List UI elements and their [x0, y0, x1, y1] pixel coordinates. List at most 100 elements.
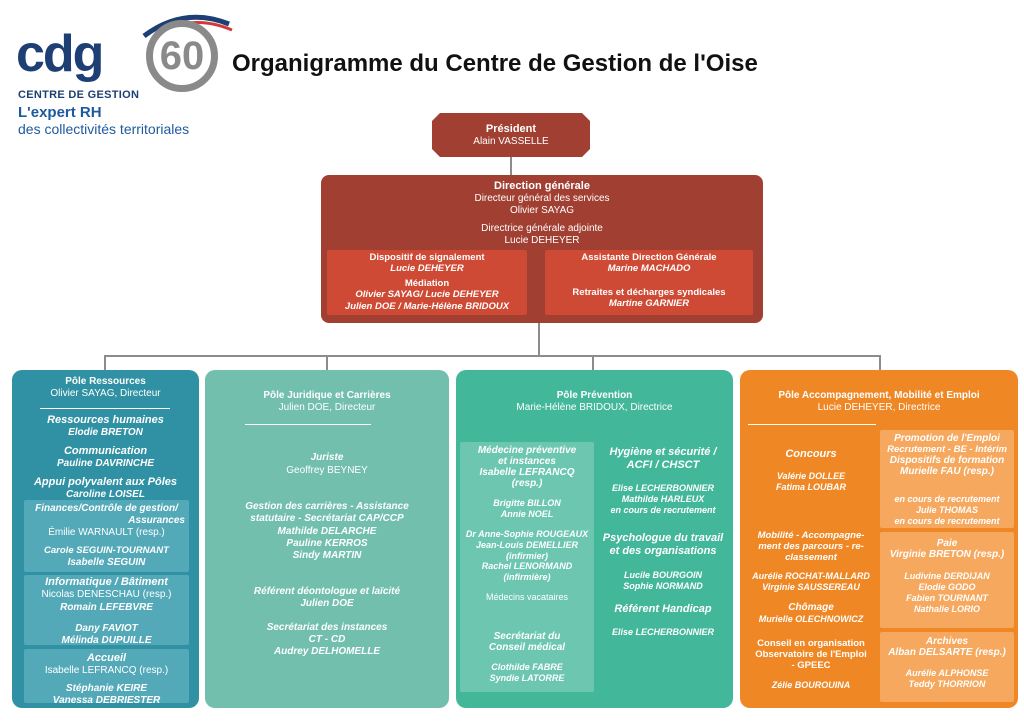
connector-line [104, 355, 880, 357]
staff-name: Brigitte BILLON [493, 498, 561, 508]
pole-ressources: Pôle Ressources Olivier SAYAG, Directeur… [12, 370, 199, 708]
finances-box: Finances/Contrôle de gestion/ Assurances… [24, 500, 189, 572]
connector-line [104, 355, 106, 370]
staff-name: Médecins vacataires [485, 592, 569, 602]
staff-resp: (resp.) [511, 478, 543, 489]
service-title: Psychologue du travail [602, 532, 724, 544]
service-title: Assurances [128, 515, 185, 526]
staff-name: Dr Anne-Sophie ROUGEAUX [465, 529, 589, 539]
pole-juridique: Pôle Juridique et Carrières Julien DOE, … [205, 370, 449, 708]
staff-resp: Murielle FAU (resp.) [900, 466, 994, 477]
service-title: Secrétariat des instances [266, 622, 388, 633]
service-title: CT - CD [308, 634, 346, 645]
sub-name: Lucie DEHEYER [390, 263, 464, 275]
sub-name: Julien DOE / Marie-Hélène BRIDOUX [344, 300, 510, 312]
dg-sub-right: Assistante Direction Générale Marine MAC… [545, 250, 753, 315]
staff-name: Ludivine DERDIJAN [904, 571, 990, 581]
staff-name: Teddy THORRION [908, 679, 986, 689]
staff-name: Murielle OLECHNOWICZ [758, 614, 864, 624]
pole-title: Pôle Accompagnement, Mobilité et Emploi [778, 390, 980, 401]
service-title: et des organisations [609, 545, 717, 557]
staff-name: Audrey DELHOMELLE [273, 646, 381, 657]
president-title: Président [485, 123, 537, 135]
staff-name: Annie NOEL [500, 509, 554, 519]
promotion-emploi-box: Promotion de l'Emploi Recrutement - BE -… [880, 430, 1014, 528]
service-title: ment des parcours - re- [758, 541, 864, 552]
staff-name: Elodie GODO [918, 582, 976, 592]
staff-name: Carole SEGUIN-TOURNANT [44, 545, 169, 556]
dga-role: Directrice générale adjointe [481, 223, 603, 235]
dg-role: Directeur général des services [474, 193, 610, 205]
staff-name: Aurélie ALPHONSE [905, 668, 989, 678]
divider [40, 408, 170, 409]
staff-name: en cours de recrutement [894, 494, 1000, 504]
service-title: Conseil en organisation [757, 638, 865, 649]
staff-name: Lucile BOURGOIN [623, 570, 702, 580]
president-box-shape [432, 113, 590, 157]
archives-box: Archives Alban DELSARTE (resp.) Aurélie … [880, 632, 1014, 702]
medecine-box: Médecine préventive et instances Isabell… [460, 442, 594, 692]
informatique-box: Informatique / Bâtiment Nicolas DENESCHA… [24, 575, 189, 646]
service-title: Hygiène et sécurité / [609, 446, 717, 458]
cdg60-logo: cdg 60 CENTRE DE GESTION L'expert RH des… [14, 6, 233, 138]
sub-name: Olivier SAYAG/ Lucie DEHEYER [355, 289, 499, 301]
sub-title: Médiation [404, 277, 450, 289]
president-name: Alain VASSELLE [473, 136, 549, 148]
service-title: et instances [498, 456, 556, 467]
sub-name: Marine MACHADO [607, 263, 691, 275]
service-title: Chômage [788, 602, 834, 613]
staff-name: Valérie DOLLEE [776, 471, 846, 481]
connector-line [510, 157, 512, 175]
staff-name: Jean-Louis DEMELLIER (infirmier) [475, 540, 578, 561]
service-title: Concours [785, 448, 837, 460]
service-title: Promotion de l'Emploi [894, 433, 1000, 444]
staff-name: Pauline DAVRINCHE [56, 458, 155, 469]
staff-name: Nathalie LORIO [913, 604, 980, 614]
connector-line [592, 355, 594, 370]
dg-title: Direction générale [494, 180, 590, 192]
pole-director: Lucie DEHEYER, Directrice [817, 402, 941, 413]
pole-title: Pôle Prévention [556, 390, 633, 401]
logo-60-badge: 60 [146, 20, 218, 92]
staff-name: Virginie SAUSSEREAU [762, 582, 860, 592]
sub-title: Assistante Direction Générale [581, 252, 717, 263]
staff-name: Mélinda DUPUILLE [61, 635, 152, 646]
service-title: Finances/Contrôle de gestion/ [35, 503, 178, 514]
dga-name: Lucie DEHEYER [504, 235, 580, 247]
accueil-box: Accueil Isabelle LEFRANCQ (resp.) Stépha… [24, 649, 189, 706]
staff-name: Zélie BOUROUINA [771, 680, 851, 690]
staff-name: Elise LECHERBONNIER [611, 483, 715, 493]
paie-box: Paie Virginie BRETON (resp.) Ludivine DE… [880, 532, 1014, 628]
service-title: Observatoire de l'Emploi [755, 649, 867, 660]
staff-resp: Isabelle LEFRANCQ [479, 467, 575, 478]
service-title: - GPEEC [791, 660, 831, 671]
staff-name: Julie THOMAS [915, 505, 978, 515]
service-title: ACFI / CHSCT [626, 459, 700, 471]
service-title: Gestion des carrières - Assistance [245, 501, 409, 512]
logo-cdg-text: cdg [16, 25, 104, 83]
staff-resp: Émilie WARNAULT (resp.) [48, 527, 165, 538]
sub-title: Dispositif de signalement [369, 252, 485, 263]
service-title: classement [785, 552, 837, 563]
service-title: Communication [63, 445, 148, 457]
connector-line [538, 323, 540, 355]
connector-line [326, 355, 328, 370]
dg-sub-left: Dispositif de signalement Lucie DEHEYER … [327, 250, 527, 315]
president-box: Président Alain VASSELLE [432, 123, 590, 148]
service-title: Référent déontologue et laïcité [253, 586, 401, 597]
staff-name: Caroline LOISEL [66, 489, 145, 500]
staff-name: Vanessa DEBRIESTER [52, 695, 161, 706]
sub-title: Retraites et décharges syndicales [572, 286, 726, 298]
staff-name: Mathilde HARLEUX [621, 494, 705, 504]
staff-name: Aurélie ROCHAT-MALLARD [752, 571, 870, 581]
service-title: Appui polyvalent aux Pôles [33, 476, 178, 488]
staff-name: Julien DOE [300, 598, 354, 609]
service-title: Informatique / Bâtiment [45, 576, 168, 588]
staff-resp: Nicolas DENESCHAU (resp.) [41, 589, 172, 600]
pole-prevention: Pôle Prévention Marie-Hélène BRIDOUX, Di… [456, 370, 733, 708]
pole-director: Julien DOE, Directeur [278, 402, 376, 413]
pole-title: Pôle Ressources [65, 376, 146, 387]
staff-name: Fabien TOURNANT [906, 593, 988, 603]
service-title: Accueil [86, 652, 127, 664]
direction-generale-box: Direction générale Directeur général des… [321, 175, 763, 323]
